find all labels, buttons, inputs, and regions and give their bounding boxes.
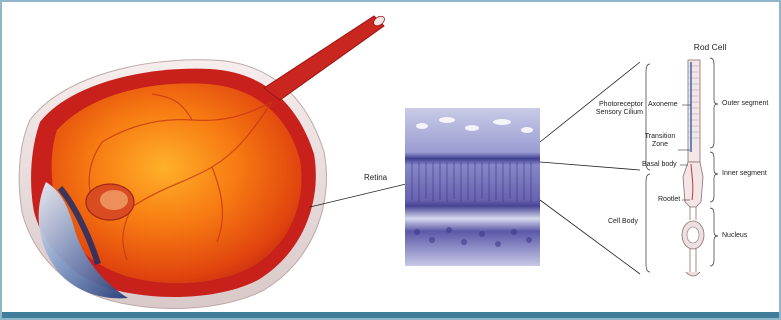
nucleus-label: Nucleus [722, 232, 747, 240]
outer-segment-label: Outer segment [722, 100, 768, 108]
basal-body-label: Basal body [642, 161, 677, 169]
rod-cell-illustration [682, 60, 704, 276]
transition-zone-label: Transition Zone [640, 133, 680, 149]
connector-lines [540, 62, 640, 274]
right-brackets [710, 58, 718, 266]
rod-cell-title: Rod Cell [682, 43, 738, 51]
rootlet-label: Rootlet [658, 196, 680, 204]
cell-body-label: Cell Body [608, 218, 638, 226]
retina-label: Retina [364, 174, 387, 182]
frame-bottom-bar [2, 312, 779, 318]
axoneme-label: Axoneme [648, 101, 678, 109]
photoreceptor-sensory-cilium-label: Photoreceptor Sensory Cilium [577, 101, 643, 117]
inner-segment-label: Inner segment [722, 170, 767, 178]
optic-nerve [264, 16, 384, 100]
retina-histology [405, 108, 540, 266]
